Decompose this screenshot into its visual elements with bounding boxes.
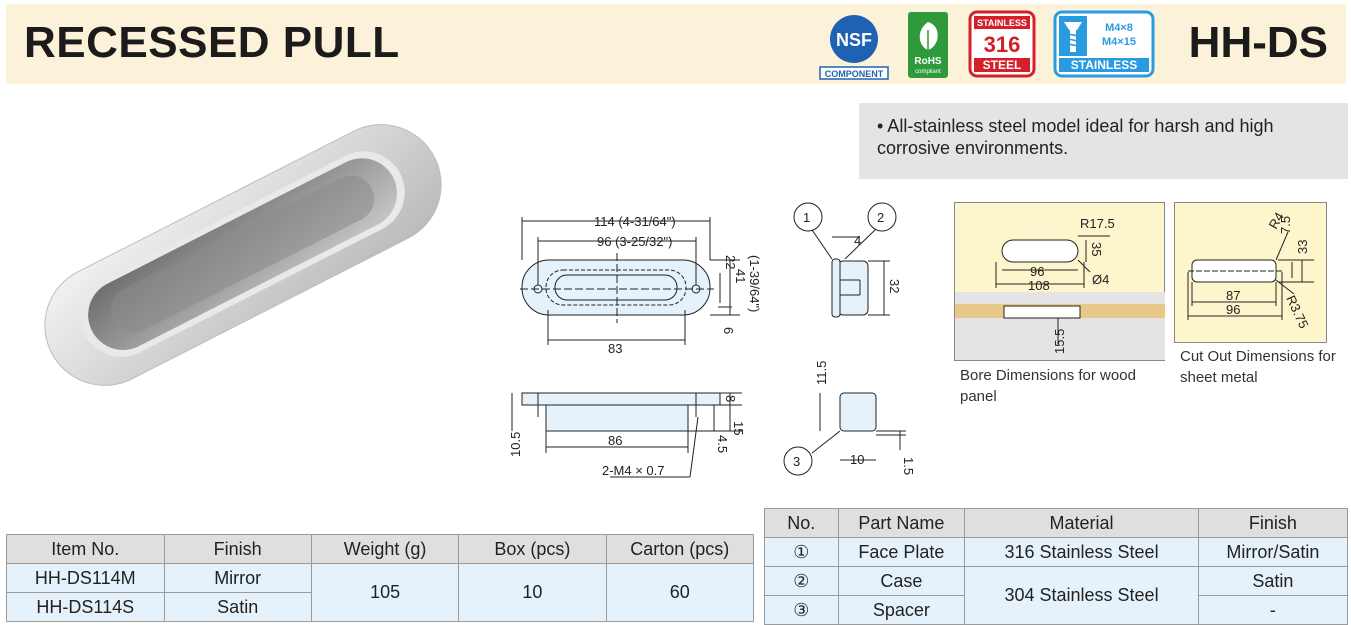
table-row: ① Face Plate 316 Stainless Steel Mirror/… xyxy=(764,537,1349,567)
page-title: RECESSED PULL xyxy=(24,18,400,67)
svg-text:2: 2 xyxy=(877,210,884,225)
col-part-finish: Finish xyxy=(1197,508,1349,538)
table-header-row: Item No. Finish Weight (g) Box (pcs) Car… xyxy=(6,534,755,564)
svg-text:10.5: 10.5 xyxy=(508,432,523,457)
item-no-cell: HH-DS114S xyxy=(6,592,165,622)
callout-1-icon xyxy=(793,202,823,232)
steel-316-badge: STAINLESS 316 STEEL xyxy=(968,10,1036,78)
col-box: Box (pcs) xyxy=(458,534,607,564)
col-material: Material xyxy=(964,508,1199,538)
col-weight: Weight (g) xyxy=(310,534,460,564)
table-header-row: No. Part Name Material Finish xyxy=(764,508,1349,538)
table-row: HH-DS114M Mirror 105 10 60 xyxy=(6,563,755,622)
svg-text:114 (4-31/64"): 114 (4-31/64") xyxy=(594,214,676,229)
feature-text: • All-stainless steel model ideal for ha… xyxy=(877,116,1274,158)
col-item-no: Item No. xyxy=(6,534,165,564)
product-photo xyxy=(44,124,442,386)
svg-text:compliant: compliant xyxy=(915,69,941,75)
svg-text:10: 10 xyxy=(850,452,864,467)
svg-text:83: 83 xyxy=(608,341,622,356)
stainless-screw-badge: M4×8 M4×15 STAINLESS xyxy=(1053,10,1155,78)
col-carton: Carton (pcs) xyxy=(605,534,755,564)
svg-text:33: 33 xyxy=(1295,240,1310,254)
svg-text:STAINLESS: STAINLESS xyxy=(1071,58,1137,72)
part-no-cell: ② xyxy=(764,566,839,596)
svg-text:1: 1 xyxy=(803,210,810,225)
svg-text:Ø4: Ø4 xyxy=(1092,272,1109,287)
part-name-cell: Face Plate xyxy=(837,537,966,567)
items-table: Item No. Finish Weight (g) Box (pcs) Car… xyxy=(6,534,755,622)
col-finish: Finish xyxy=(163,534,312,564)
svg-text:R4: R4 xyxy=(1266,210,1287,232)
material-cell: 316 Stainless Steel xyxy=(964,537,1199,567)
part-finish-cell: - xyxy=(1197,595,1349,625)
svg-text:4: 4 xyxy=(854,233,861,248)
part-finish-cell: Satin xyxy=(1197,566,1349,596)
steel-316-icon: STAINLESS 316 STEEL xyxy=(968,10,1036,78)
svg-text:96: 96 xyxy=(1226,302,1240,317)
part-finish-cell: Mirror/Satin xyxy=(1197,537,1349,567)
svg-text:86: 86 xyxy=(608,433,622,448)
part-no-cell: ① xyxy=(764,537,839,567)
table-row: HH-DS114S Satin xyxy=(6,592,754,622)
callout-2-icon xyxy=(867,202,897,232)
svg-text:1.5: 1.5 xyxy=(901,457,916,475)
svg-text:NSF: NSF xyxy=(836,30,872,50)
part-name-cell: Spacer xyxy=(837,595,966,625)
svg-text:32: 32 xyxy=(887,279,902,293)
svg-text:STEEL: STEEL xyxy=(983,58,1022,72)
screw-icon: M4×8 M4×15 STAINLESS xyxy=(1053,10,1155,78)
cutout-diagram: R4 7.5 33 87 96 R3.75 xyxy=(1174,202,1327,343)
svg-text:22: 22 xyxy=(723,255,738,269)
header-banner: RECESSED PULL NSF COMPONENT RoHS complia… xyxy=(6,4,1346,84)
svg-text:87: 87 xyxy=(1226,288,1240,303)
item-no-cell: HH-DS114M xyxy=(6,563,165,593)
bore-caption: Bore Dimensions for wood panel xyxy=(960,367,1136,405)
box-cell: 10 xyxy=(458,563,607,622)
svg-text:15: 15 xyxy=(731,421,746,435)
svg-text:96 (3-25/32"): 96 (3-25/32") xyxy=(597,234,672,249)
model-number: HH-DS xyxy=(1188,18,1328,67)
svg-text:41: 41 xyxy=(733,269,748,283)
bore-diagram: R17.5 35 96 108 Ø4 15.5 xyxy=(954,202,1165,361)
svg-text:15.5: 15.5 xyxy=(1052,329,1067,354)
svg-text:4.5: 4.5 xyxy=(715,435,730,453)
svg-text:RoHS: RoHS xyxy=(914,56,942,67)
table-row: ② Case 304 Stainless Steel Satin xyxy=(764,566,1349,625)
svg-text:7.5: 7.5 xyxy=(1278,216,1293,234)
finish-cell: Mirror xyxy=(163,563,312,593)
part-name-cell: Case xyxy=(837,566,966,596)
material-cell: 304 Stainless Steel xyxy=(964,566,1199,625)
nsf-badge: NSF COMPONENT xyxy=(818,12,890,80)
svg-text:35: 35 xyxy=(1089,242,1104,256)
parts-table: No. Part Name Material Finish ① Face Pla… xyxy=(764,508,1349,625)
nsf-logo-icon: NSF COMPONENT xyxy=(819,15,889,80)
col-part-name: Part Name xyxy=(837,508,966,538)
svg-text:6: 6 xyxy=(721,327,736,334)
svg-text:STAINLESS: STAINLESS xyxy=(977,18,1027,28)
svg-text:2-M4 × 0.7: 2-M4 × 0.7 xyxy=(602,463,665,478)
finish-cell: Satin xyxy=(163,592,312,622)
feature-note: • All-stainless steel model ideal for ha… xyxy=(859,103,1348,179)
svg-text:108: 108 xyxy=(1028,278,1050,293)
carton-cell: 60 xyxy=(605,563,755,622)
svg-text:96: 96 xyxy=(1030,264,1044,279)
svg-text:M4×15: M4×15 xyxy=(1102,36,1136,48)
weight-cell: 105 xyxy=(310,563,460,622)
part-no-cell: ③ xyxy=(764,595,839,625)
rohs-badge: RoHS compliant xyxy=(908,12,948,78)
cutout-caption: Cut Out Dimensions for sheet metal xyxy=(1180,348,1336,386)
svg-text:11.5: 11.5 xyxy=(814,361,829,385)
svg-text:(1-39/64"): (1-39/64") xyxy=(747,255,762,312)
svg-text:316: 316 xyxy=(984,32,1021,57)
svg-text:8: 8 xyxy=(723,395,738,402)
svg-text:M4×8: M4×8 xyxy=(1105,22,1133,34)
svg-text:R17.5: R17.5 xyxy=(1080,216,1115,231)
callout-3-icon xyxy=(783,446,813,476)
svg-text:3: 3 xyxy=(793,454,800,469)
svg-text:COMPONENT: COMPONENT xyxy=(825,69,884,79)
technical-drawing: 1 2 3 114 (4-31/64") 96 (3-25/32") 83 22… xyxy=(508,202,916,478)
leaf-icon: RoHS compliant xyxy=(908,12,948,78)
col-no: No. xyxy=(764,508,839,538)
